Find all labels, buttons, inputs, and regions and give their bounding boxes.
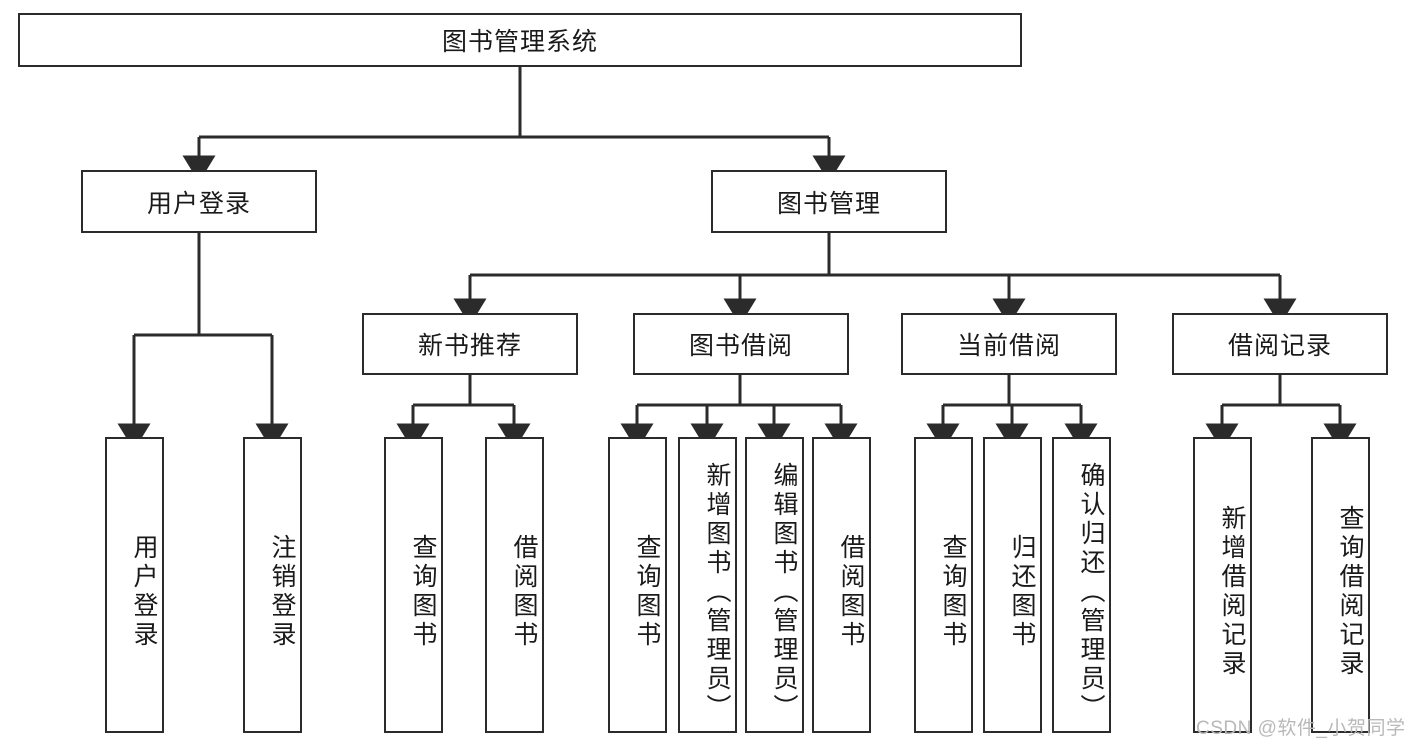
node-borrow-record[interactable]: 借阅记录 <box>1172 313 1388 375</box>
node-label: 查询图书 <box>409 534 437 650</box>
node-label: 当前借阅 <box>956 332 1061 360</box>
node-label: 确认归还（管理员） <box>1077 461 1105 723</box>
node-label: 借阅记录 <box>1227 332 1332 360</box>
node-label: 新书推荐 <box>417 332 522 360</box>
leaf-book-borrow-borrow[interactable]: 借阅图书 <box>812 437 871 733</box>
node-label: 用户登录 <box>146 189 251 218</box>
node-label: 图书管理系统 <box>441 28 598 56</box>
node-label: 借阅图书 <box>837 534 865 650</box>
leaf-new-book-query[interactable]: 查询图书 <box>384 437 443 733</box>
node-current-borrow[interactable]: 当前借阅 <box>901 313 1117 375</box>
node-user-login[interactable]: 用户登录 <box>81 170 317 233</box>
node-label: 注销登录 <box>268 534 296 650</box>
node-label: 查询图书 <box>633 534 661 650</box>
node-label: 归还图书 <box>1008 534 1036 650</box>
leaf-new-book-borrow[interactable]: 借阅图书 <box>485 437 544 733</box>
node-label: 新增借阅记录 <box>1218 505 1246 679</box>
node-label: 查询借阅记录 <box>1336 505 1364 679</box>
leaf-borrow-record-query[interactable]: 查询借阅记录 <box>1311 437 1370 733</box>
leaf-current-borrow-confirm-return-admin[interactable]: 确认归还（管理员） <box>1052 437 1111 733</box>
node-new-book-recommend[interactable]: 新书推荐 <box>362 313 578 375</box>
node-label: 图书管理 <box>776 189 881 218</box>
node-label: 借阅图书 <box>510 534 538 650</box>
node-label: 查询图书 <box>939 534 967 650</box>
csdn-watermark: CSDN @软件_小贺同学 <box>1196 718 1405 739</box>
leaf-borrow-record-add[interactable]: 新增借阅记录 <box>1193 437 1252 733</box>
node-label: 新增图书（管理员） <box>703 461 731 723</box>
node-label: 图书借阅 <box>688 332 793 360</box>
leaf-current-borrow-query[interactable]: 查询图书 <box>914 437 973 733</box>
leaf-user-login-signin[interactable]: 用户登录 <box>105 437 164 733</box>
leaf-book-borrow-add-admin[interactable]: 新增图书（管理员） <box>678 437 737 733</box>
leaf-user-login-signout[interactable]: 注销登录 <box>243 437 302 733</box>
node-label: 用户登录 <box>130 534 158 650</box>
node-book-management[interactable]: 图书管理 <box>711 170 947 233</box>
leaf-book-borrow-edit-admin[interactable]: 编辑图书（管理员） <box>745 437 804 733</box>
leaf-current-borrow-return[interactable]: 归还图书 <box>983 437 1042 733</box>
node-book-borrow[interactable]: 图书借阅 <box>633 313 849 375</box>
leaf-book-borrow-query[interactable]: 查询图书 <box>608 437 667 733</box>
node-label: 编辑图书（管理员） <box>770 461 798 723</box>
node-root-book-management-system[interactable]: 图书管理系统 <box>18 13 1022 67</box>
